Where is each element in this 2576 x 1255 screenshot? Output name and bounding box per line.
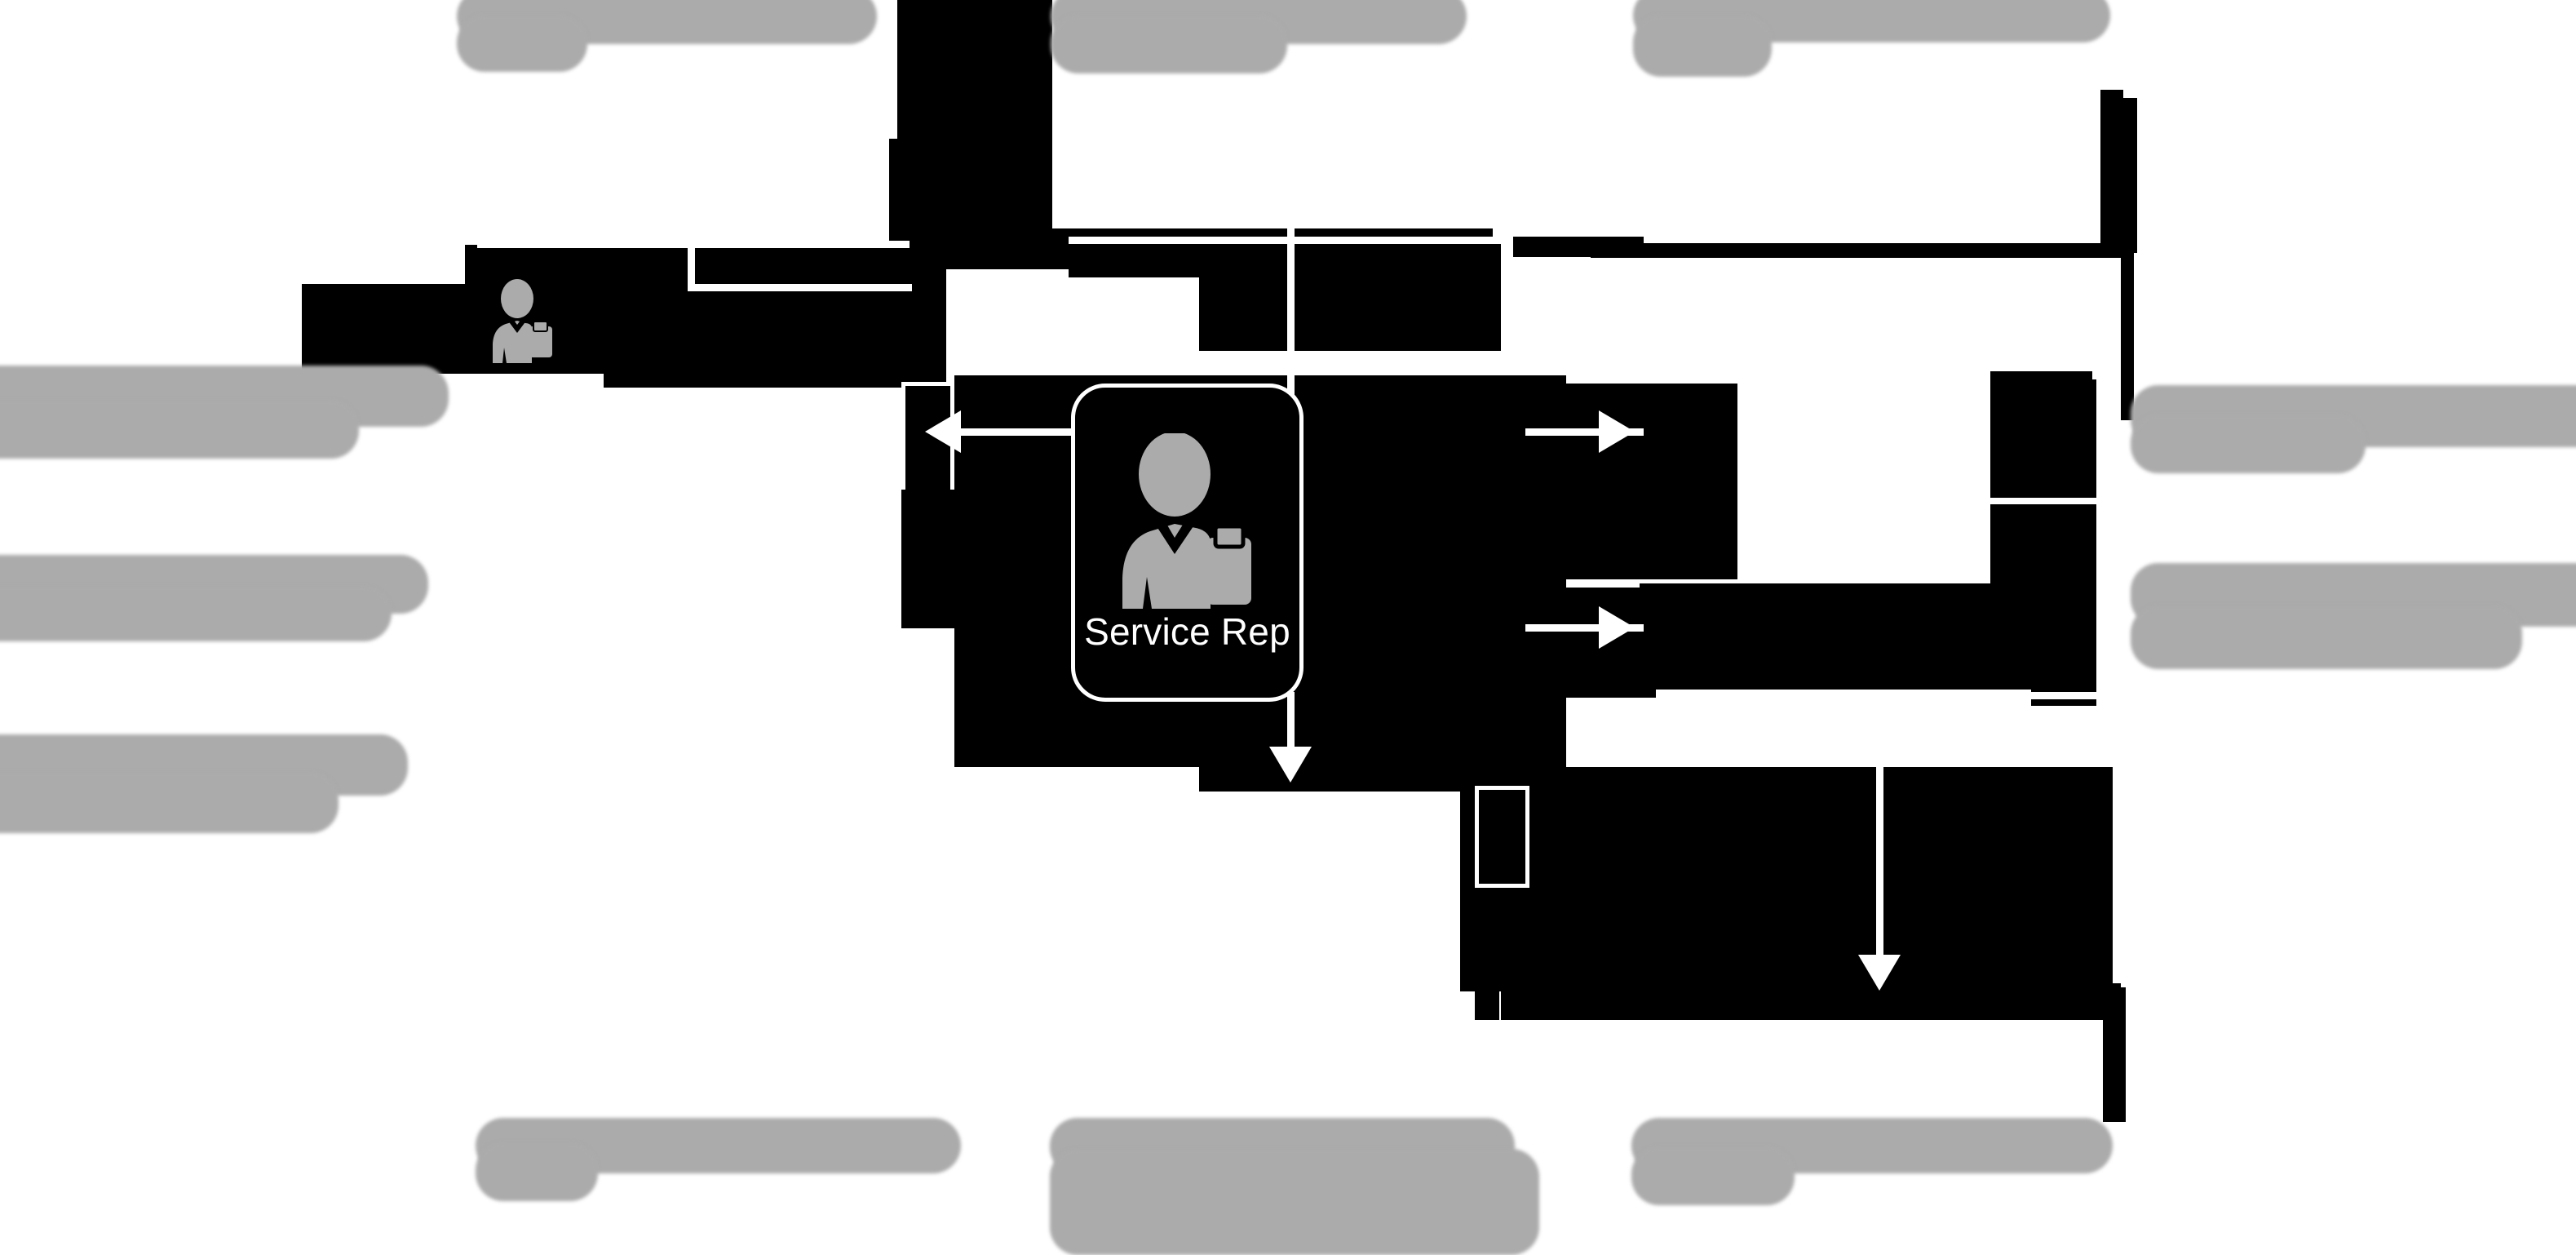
arrow-right-upper-head xyxy=(1599,410,1635,453)
connector-stub-top-right-h xyxy=(1591,246,2134,258)
connector-right-lower-shaft xyxy=(1525,624,1644,632)
redacted-text-blob-bottom-3b xyxy=(1631,1146,1795,1205)
arrow-right-lower-head xyxy=(1599,606,1635,649)
person-with-clipboard-icon xyxy=(493,279,552,363)
connector-left-shaft xyxy=(961,428,1165,436)
connector-top-rail-left xyxy=(477,241,910,248)
redacted-text-blob-top-1b xyxy=(457,15,587,72)
connector-right-upper-shaft xyxy=(1525,428,1644,436)
secondary-actor xyxy=(483,277,564,363)
arrow-down-right-head xyxy=(1858,955,1901,991)
connector-down-right-rail xyxy=(1803,692,2113,699)
redacted-node-bottom-right-tail2 xyxy=(2111,996,2126,1122)
service-rep-label: Service Rep xyxy=(1084,610,1290,654)
connector-down-center-shaft xyxy=(1287,692,1295,761)
redacted-band-bottom-left xyxy=(1475,983,1499,1020)
connector-down-right-shaft xyxy=(1876,698,1883,983)
redacted-mass-bottom-center-top xyxy=(1534,787,1582,885)
redacted-text-blob-right-1b xyxy=(2131,415,2366,473)
arrow-down-center-head xyxy=(1269,747,1312,783)
redacted-mass-bottom-left-stub xyxy=(1460,889,1562,991)
redacted-node-right-col-1 xyxy=(1990,379,2096,498)
redacted-node-right-col-3 xyxy=(2031,616,2096,706)
redacted-band-upper-right-2 xyxy=(1199,237,1501,351)
service-rep-icon-wrap xyxy=(1116,433,1259,610)
redacted-text-blob-bottom-2b xyxy=(1050,1149,1539,1255)
redacted-band-bottom-2 xyxy=(1627,987,2109,1008)
service-rep-node[interactable]: Service Rep xyxy=(1071,384,1303,702)
redacted-node-bottom-small xyxy=(1475,786,1529,888)
redacted-node-right-upper-ext xyxy=(1566,384,1737,579)
arrow-up-center-head xyxy=(1269,122,1312,158)
redacted-text-blob-top-2b xyxy=(1051,15,1287,73)
redacted-text-blob-left-3b xyxy=(0,772,339,833)
arrow-left-head xyxy=(925,410,961,453)
redacted-node-upper-left-tail xyxy=(604,351,946,388)
arrow-up-left-head xyxy=(670,122,712,158)
person-with-clipboard-icon xyxy=(1122,433,1251,610)
redacted-text-blob-bottom-1b xyxy=(476,1142,598,1201)
redacted-node-right-col-2 xyxy=(1990,504,2096,619)
connector-top-rail-center xyxy=(1069,237,1509,244)
redacted-text-blob-top-3b xyxy=(1633,15,1772,77)
redacted-node-upper-right-bar2 xyxy=(2113,98,2137,253)
connector-stub-top-right-v xyxy=(2121,257,2134,420)
redacted-text-blob-left-1b xyxy=(0,400,359,459)
redacted-node-right-col-cap xyxy=(1990,371,2092,381)
connector-up-left-elbow xyxy=(688,284,912,291)
connector-up-center-shaft xyxy=(1287,155,1295,416)
connector-up-left-shaft xyxy=(688,155,695,290)
redacted-text-blob-right-2b xyxy=(2131,605,2522,669)
redacted-text-blob-left-2b xyxy=(0,586,392,641)
